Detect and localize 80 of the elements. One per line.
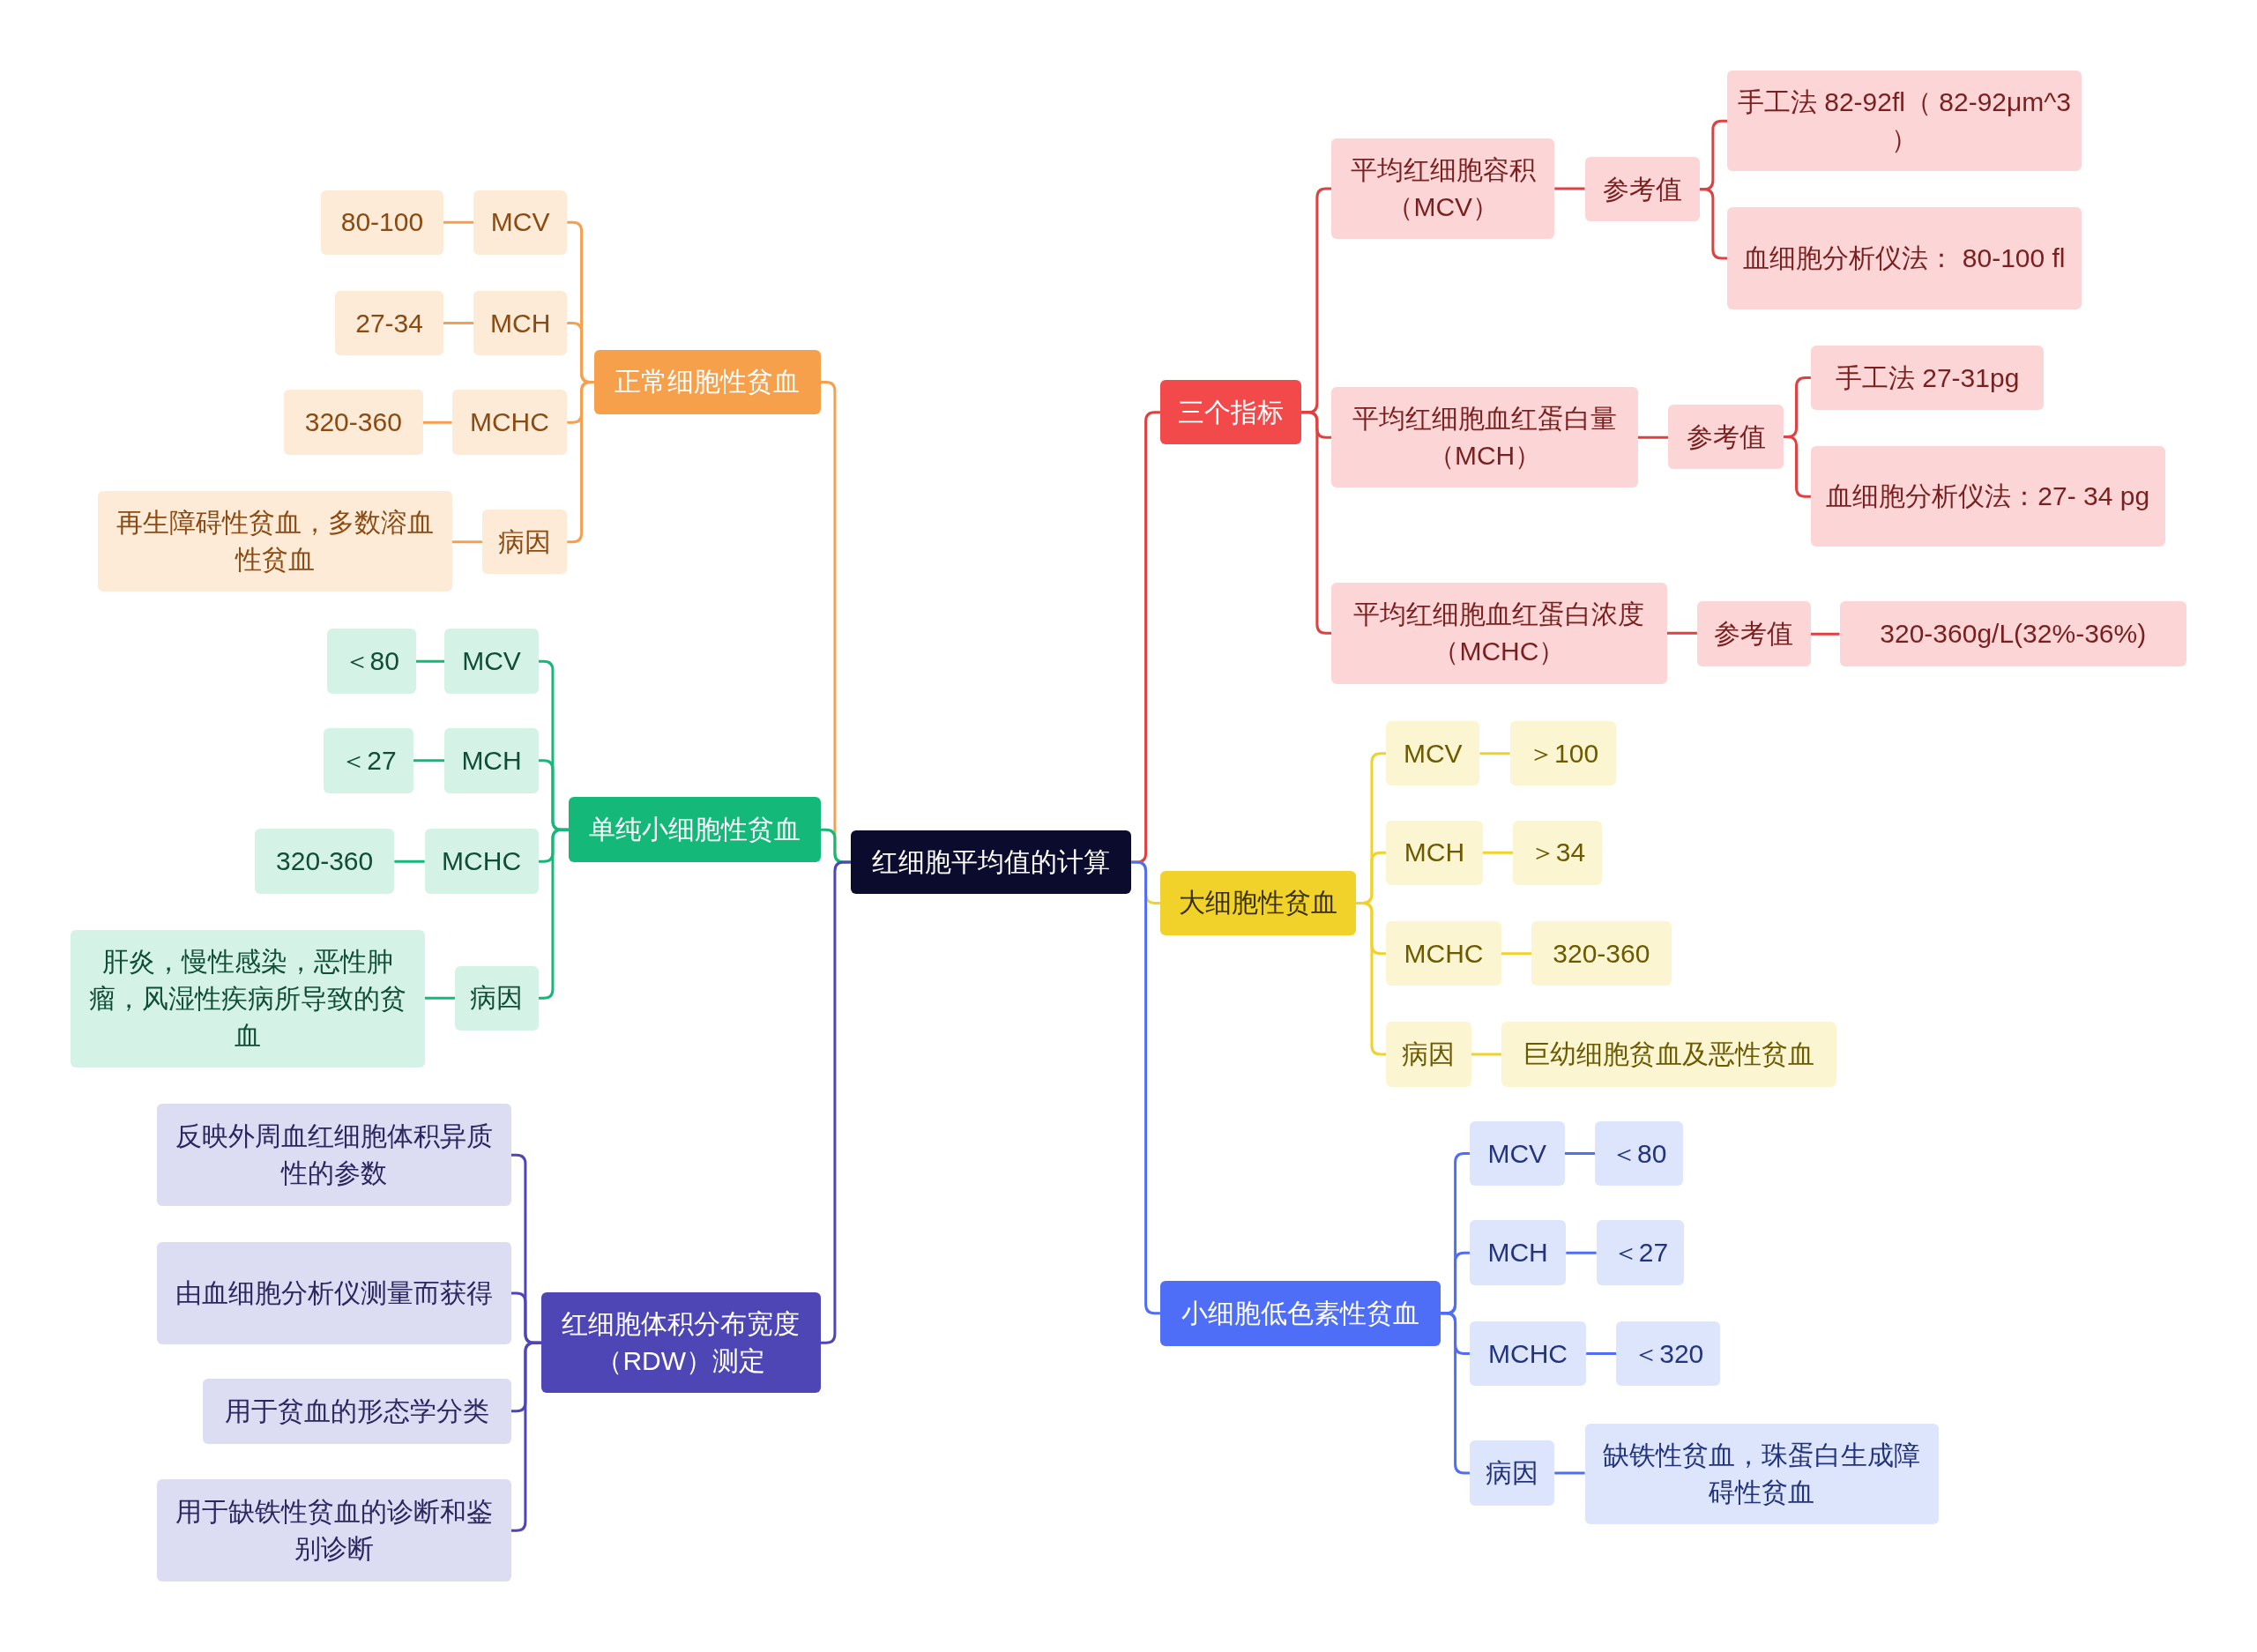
branch-topic: 正常细胞性贫血 bbox=[594, 349, 821, 415]
subtopic: 反映外周血红细胞体积异质性的参数 bbox=[156, 1104, 511, 1207]
subtopic: 用于贫血的形态学分类 bbox=[203, 1379, 511, 1444]
connector-line bbox=[424, 996, 455, 1000]
connector-line bbox=[1554, 1471, 1585, 1475]
connector-line bbox=[451, 540, 482, 544]
connector-line bbox=[1666, 631, 1697, 635]
subtopic: MCHC bbox=[1386, 920, 1501, 986]
subtopic: MCH bbox=[1386, 820, 1483, 886]
subtopic: MCHC bbox=[451, 390, 568, 455]
subtopic: 参考值 bbox=[1584, 156, 1701, 222]
connector-line bbox=[394, 859, 425, 863]
branch-topic: 小细胞低色素性贫血 bbox=[1159, 1281, 1441, 1346]
connector-line bbox=[1586, 1352, 1617, 1355]
connector-line bbox=[1479, 752, 1510, 755]
subtopic: MCV bbox=[1469, 1120, 1565, 1187]
subtopic: 再生障碍性贫血，多数溶血性贫血 bbox=[98, 490, 452, 592]
connector-line bbox=[510, 1341, 541, 1532]
connector-line bbox=[1810, 632, 1840, 636]
subtopic: ＜80 bbox=[326, 629, 416, 694]
subtopic: MCV bbox=[1386, 720, 1480, 786]
subtopic: MCV bbox=[444, 629, 539, 694]
subtopic: 巨幼细胞贫血及恶性贫血 bbox=[1501, 1022, 1837, 1087]
connector-line bbox=[1700, 188, 1728, 260]
connector-line bbox=[567, 380, 595, 544]
subtopic: MCHC bbox=[1469, 1321, 1587, 1387]
branch-topic: 大细胞性贫血 bbox=[1159, 870, 1356, 936]
branch-topic: 三个指标 bbox=[1159, 380, 1301, 445]
subtopic: 用于缺铁性贫血的诊断和鉴别诊断 bbox=[156, 1479, 511, 1582]
subtopic: ＜320 bbox=[1616, 1321, 1720, 1387]
connector-line bbox=[1637, 435, 1669, 439]
connector-line bbox=[423, 420, 452, 424]
subtopic: ＞100 bbox=[1509, 720, 1617, 786]
branch-topic: 单纯小细胞性贫血 bbox=[568, 797, 821, 862]
connector-line bbox=[1564, 1152, 1595, 1156]
subtopic: MCH bbox=[444, 728, 539, 793]
subtopic: 320-360g/L(32%-36%) bbox=[1839, 601, 2186, 666]
subtopic: 320-360 bbox=[283, 390, 423, 455]
subtopic: ＜27 bbox=[324, 728, 413, 793]
subtopic: 血细胞分析仪法：27- 34 pg bbox=[1810, 446, 2165, 547]
subtopic: 肝炎，慢性感染，恶性肿瘤，风湿性疾病所导致的贫血 bbox=[71, 929, 425, 1068]
subtopic: MCHC bbox=[424, 829, 539, 894]
connector-line bbox=[1554, 187, 1585, 190]
branch-topic: 红细胞体积分布宽度（RDW）测定 bbox=[540, 1292, 821, 1394]
subtopic: MCV bbox=[473, 190, 568, 255]
subtopic: 病因 bbox=[481, 509, 568, 575]
connector-line bbox=[1482, 851, 1513, 854]
subtopic: ＜27 bbox=[1596, 1220, 1685, 1285]
subtopic: 手工法 27-31pg bbox=[1810, 345, 2045, 411]
connector-line bbox=[1355, 902, 1387, 1056]
connector-line bbox=[1566, 1251, 1597, 1254]
subtopic: 320-360 bbox=[1531, 920, 1672, 986]
connector-line bbox=[820, 860, 851, 1344]
connector-line bbox=[538, 828, 569, 1000]
subtopic: ＞34 bbox=[1512, 820, 1603, 886]
subtopic: 80-100 bbox=[321, 190, 443, 255]
subtopic: 参考值 bbox=[1668, 404, 1784, 470]
subtopic: 27-34 bbox=[335, 290, 443, 356]
subtopic: 平均红细胞血红蛋白浓度（MCHC） bbox=[1331, 583, 1667, 684]
connector-line bbox=[1471, 1053, 1501, 1056]
subtopic: 病因 bbox=[454, 965, 539, 1031]
connector-line bbox=[443, 322, 474, 325]
subtopic: 平均红细胞容积（MCV） bbox=[1331, 138, 1555, 239]
subtopic: MCH bbox=[1469, 1220, 1567, 1285]
subtopic: ＜80 bbox=[1594, 1120, 1683, 1187]
connector-line bbox=[413, 759, 445, 763]
subtopic: 缺铁性贫血，珠蛋白生成障碍性贫血 bbox=[1584, 1423, 1940, 1524]
connector-line bbox=[443, 220, 474, 224]
subtopic: 由血细胞分析仪测量而获得 bbox=[156, 1241, 511, 1344]
connector-line bbox=[1501, 952, 1532, 956]
subtopic: 病因 bbox=[1386, 1022, 1471, 1087]
subtopic: 平均红细胞血红蛋白量（MCH） bbox=[1331, 387, 1638, 488]
subtopic: 病因 bbox=[1469, 1440, 1555, 1506]
subtopic: 手工法 82-92fl（ 82-92μm^3 ） bbox=[1727, 71, 2082, 172]
root-topic: 红细胞平均值的计算 bbox=[850, 830, 1132, 894]
connector-line bbox=[415, 659, 445, 663]
subtopic: MCH bbox=[473, 290, 568, 356]
subtopic: 320-360 bbox=[254, 829, 395, 894]
subtopic: 参考值 bbox=[1696, 601, 1811, 666]
subtopic: 血细胞分析仪法： 80-100 fl bbox=[1727, 207, 2082, 309]
